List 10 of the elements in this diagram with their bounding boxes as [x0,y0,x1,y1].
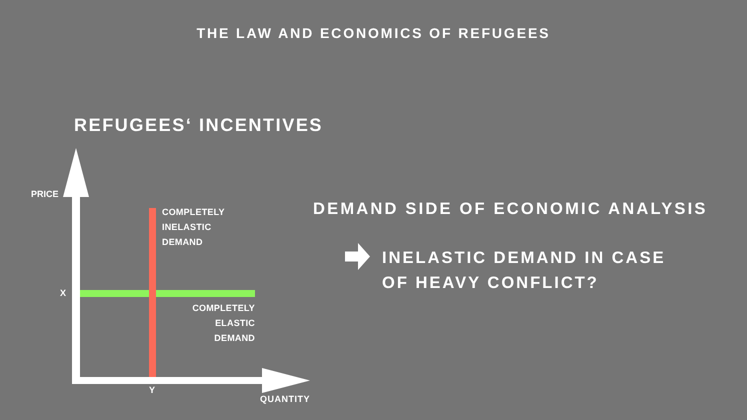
axis-value-label: Y [149,386,156,395]
axis-value-label: X [60,289,68,298]
subheading: DEMAND SIDE OF ECONOMIC ANALYSIS [313,201,709,218]
section-heading: REFUGEES‘ INCENTIVES [74,116,324,134]
curve-label: COMPLETELY INELASTIC DEMAND [162,206,226,249]
curve-label: COMPLETELY ELASTIC DEMAND [191,302,255,345]
axis-label: QUANTITY [260,395,311,404]
slide-title: THE LAW AND ECONOMICS OF REFUGEES [196,26,552,40]
axis-label: PRICE [31,190,60,199]
bullet-text: INELASTIC DEMAND IN CASE OF HEAVY CONFLICT? [382,248,667,294]
